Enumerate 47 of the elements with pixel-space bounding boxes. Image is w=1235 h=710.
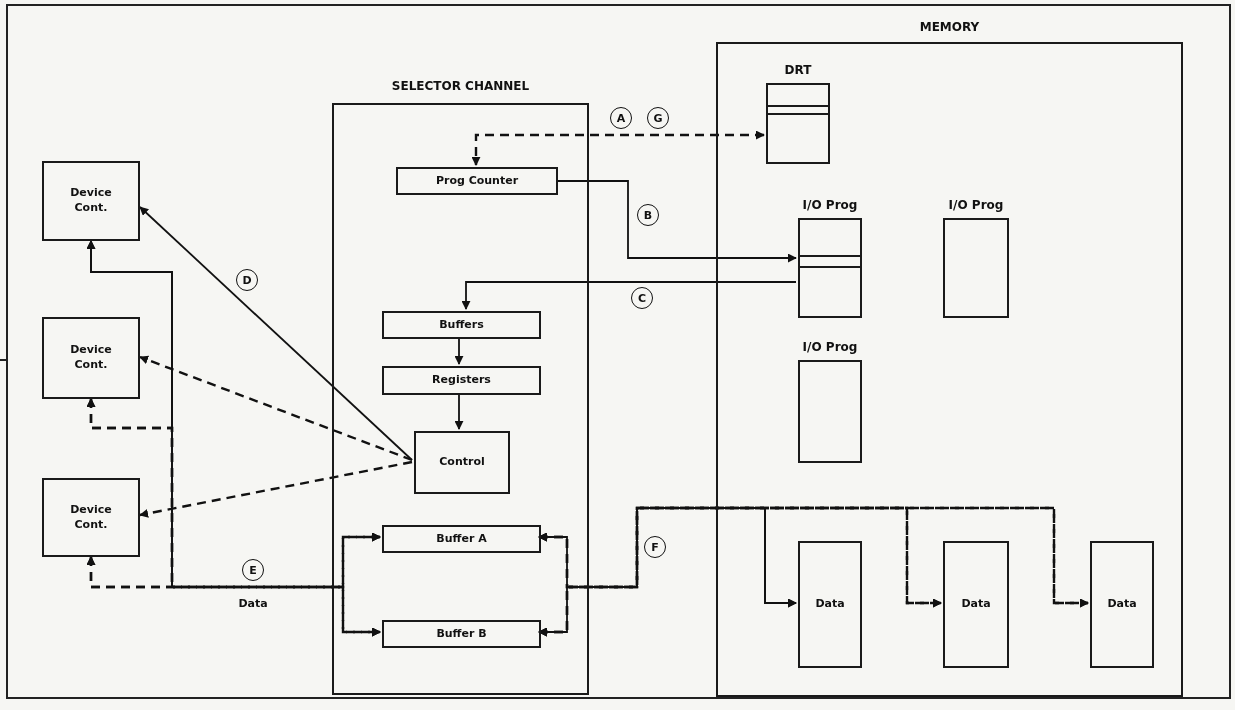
arrow xyxy=(454,392,464,430)
arrow xyxy=(461,281,797,310)
bus-label: Data xyxy=(237,595,269,611)
memory-block xyxy=(798,541,862,668)
callout-letter: G xyxy=(647,107,669,129)
box-label: Buffer B xyxy=(436,626,487,642)
arrow xyxy=(471,130,765,166)
memory-block xyxy=(1090,541,1154,668)
box-label: Control xyxy=(439,455,485,470)
box-heading: SELECTOR CHANNEL xyxy=(390,79,531,93)
box-label: Buffer A xyxy=(436,531,487,547)
arrow xyxy=(538,507,797,637)
box-heading: I/O Prog xyxy=(947,198,1005,212)
buffer-box xyxy=(382,620,541,648)
box-heading: I/O Prog xyxy=(801,340,859,354)
buffer-box xyxy=(382,525,541,553)
box-label: Data xyxy=(815,597,845,612)
box-label: Buffers xyxy=(439,317,484,333)
box-label: Prog Counter xyxy=(435,173,519,189)
memory-block xyxy=(943,541,1009,668)
arrow xyxy=(454,336,464,365)
device-box xyxy=(42,478,140,557)
box-label: Device Cont. xyxy=(69,343,113,373)
callout-letter: B xyxy=(637,204,659,226)
box-heading: DRT xyxy=(783,63,813,77)
callout-letter: D xyxy=(236,269,258,291)
box-label: Data xyxy=(961,597,991,612)
box-label: Device Cont. xyxy=(69,502,113,533)
callout-letter: E xyxy=(242,559,264,581)
box-label: Data xyxy=(1107,597,1137,612)
device-box xyxy=(42,161,140,241)
arrow xyxy=(139,206,413,461)
register-box xyxy=(382,366,541,395)
arrow xyxy=(139,355,413,462)
callout-letter: A xyxy=(610,107,632,129)
box-label: Registers xyxy=(432,373,491,388)
arrow xyxy=(139,460,413,518)
callout-letter: C xyxy=(631,287,653,309)
control-box xyxy=(414,431,510,494)
device-box xyxy=(42,317,140,399)
box-heading: MEMORY xyxy=(918,20,981,34)
register-box xyxy=(396,167,558,195)
arrow xyxy=(555,180,797,263)
buffer-box xyxy=(382,311,541,339)
box-heading: I/O Prog xyxy=(801,198,859,212)
box-label: Device Cont. xyxy=(69,186,113,216)
callout-letter: F xyxy=(644,536,666,558)
